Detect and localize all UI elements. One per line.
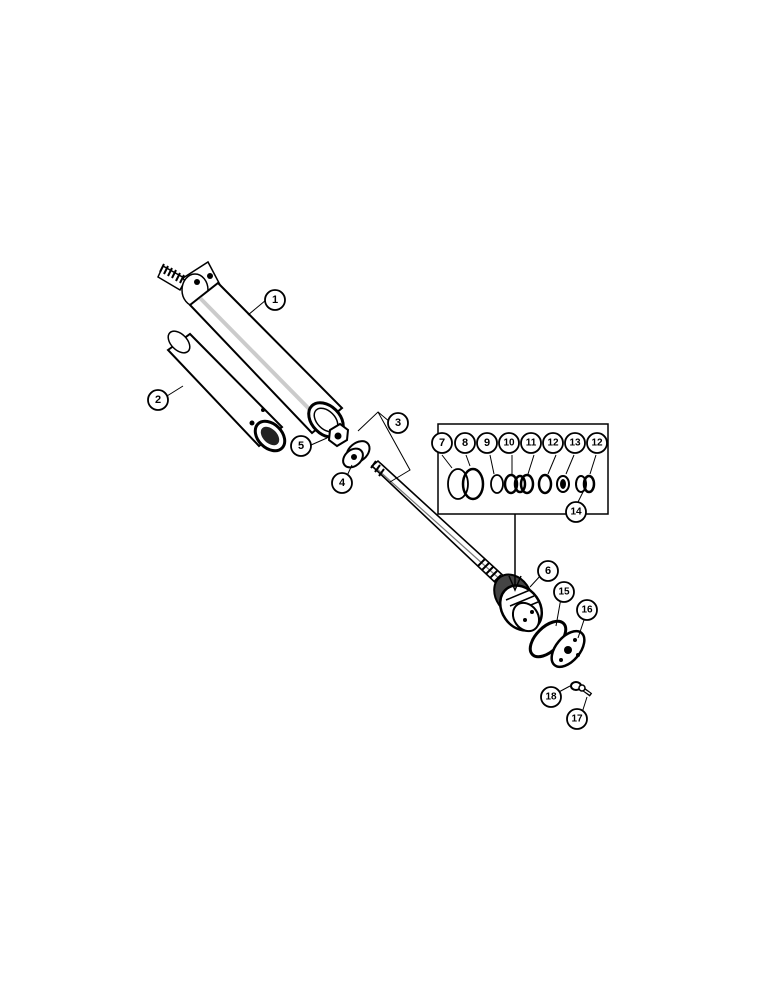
callout-14: [565, 501, 587, 523]
callout-9-label: 9: [484, 437, 490, 449]
callout-bubbles: [147, 289, 608, 730]
callout-5: [290, 435, 312, 457]
part-piston-spacer: [342, 440, 371, 469]
callout-16-label: 16: [581, 605, 593, 616]
part-cylinder-barrel: [157, 260, 345, 439]
seal-ring-10b: [513, 474, 527, 494]
seal-ring-12a: [537, 473, 553, 495]
part-cap-screw: [578, 684, 593, 697]
callout-2: [147, 389, 169, 411]
callout-14-label: 14: [570, 507, 582, 518]
callout-6: [537, 560, 559, 582]
callout-4-label: 4: [339, 477, 346, 489]
seal-ring-12b: [582, 474, 596, 494]
seal-ring-13: [556, 475, 570, 493]
seal-ring-8: [461, 467, 485, 501]
callout-labels: 1 2 3 4 5 6 7 8 9 10 11 12 13 12 14 15 1…: [155, 294, 603, 725]
callout-9: [476, 432, 498, 454]
callout-12a-label: 12: [547, 438, 559, 449]
part-piston-rod: [370, 459, 510, 590]
callout-8: [454, 432, 476, 454]
seal-ring-10a: [503, 473, 519, 495]
callout-11-label: 11: [526, 438, 537, 449]
callout-13-label: 13: [569, 438, 581, 449]
barrel-tube: [188, 281, 344, 435]
part-sleeve: [166, 330, 287, 453]
callout-7-label: 7: [439, 437, 445, 449]
callout-15: [553, 581, 575, 603]
seal-ring-9: [490, 474, 504, 494]
callout-7: [431, 432, 453, 454]
callout-15-label: 15: [558, 587, 570, 598]
callout-3: [387, 412, 409, 434]
seal-parts: [447, 467, 596, 501]
callout-17: [566, 708, 588, 730]
callout-4: [331, 472, 353, 494]
seal-kit-detail-box: [437, 423, 609, 592]
seal-ring-7: [447, 468, 469, 500]
callout-3-label: 3: [395, 417, 401, 429]
callout-12b-label: 12: [591, 438, 603, 449]
callout-13: [564, 432, 586, 454]
callout-11: [520, 432, 542, 454]
callout-16: [576, 599, 598, 621]
callout-2-label: 2: [155, 394, 161, 406]
callout-12b: [586, 432, 608, 454]
part-hex-nut: [327, 422, 350, 448]
callout-5-label: 5: [298, 440, 304, 452]
callout-1: [264, 289, 286, 311]
callout-18-label: 18: [545, 692, 557, 703]
seal-ring-11: [519, 473, 535, 495]
rod-thread-top: [370, 460, 385, 477]
part-retainer-plate: [550, 629, 586, 669]
rod-thread-bottom: [477, 558, 506, 587]
callout-6-label: 6: [545, 565, 551, 577]
callout-12a: [542, 432, 564, 454]
callout-10-label: 10: [503, 438, 515, 449]
seal-ring-14: [575, 475, 587, 493]
callout-17-label: 17: [571, 714, 583, 725]
callout-8-label: 8: [462, 437, 468, 449]
part-gland-head: [493, 573, 544, 633]
callout-10: [498, 432, 520, 454]
callout-1-label: 1: [272, 294, 278, 306]
callout-18: [540, 686, 562, 708]
barrel-threaded-stud: [157, 263, 188, 292]
